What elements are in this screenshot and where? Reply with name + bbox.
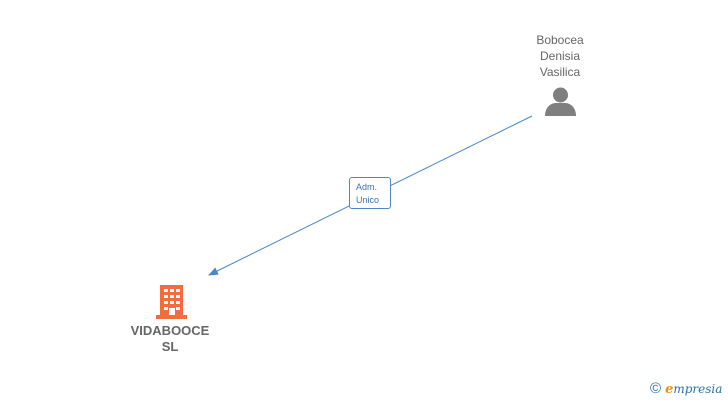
company-name-line-1: VIDABOOCE	[130, 323, 210, 338]
company-name-line-2: SL	[161, 339, 179, 354]
person-name-line-1: Bobocea	[536, 33, 584, 47]
relation-role-label[interactable]: Adm. Unico	[349, 177, 391, 209]
person-name-line-3: Vasilica	[539, 65, 581, 79]
logo-text: mpresia	[673, 382, 723, 396]
company-name[interactable]: VIDABOOCE SL	[115, 323, 225, 355]
empresia-logo[interactable]: ©empresia	[650, 380, 722, 399]
building-icon[interactable]	[155, 283, 188, 319]
copyright-icon: ©	[650, 380, 662, 397]
person-icon[interactable]	[545, 87, 576, 116]
relation-role-line-1: Adm.	[356, 182, 378, 192]
logo-initial: e	[665, 382, 674, 397]
relation-role-line-2: Unico	[356, 195, 380, 205]
person-name[interactable]: Bobocea Denisia Vasilica	[500, 32, 620, 80]
person-name-line-2: Denisia	[539, 49, 581, 63]
